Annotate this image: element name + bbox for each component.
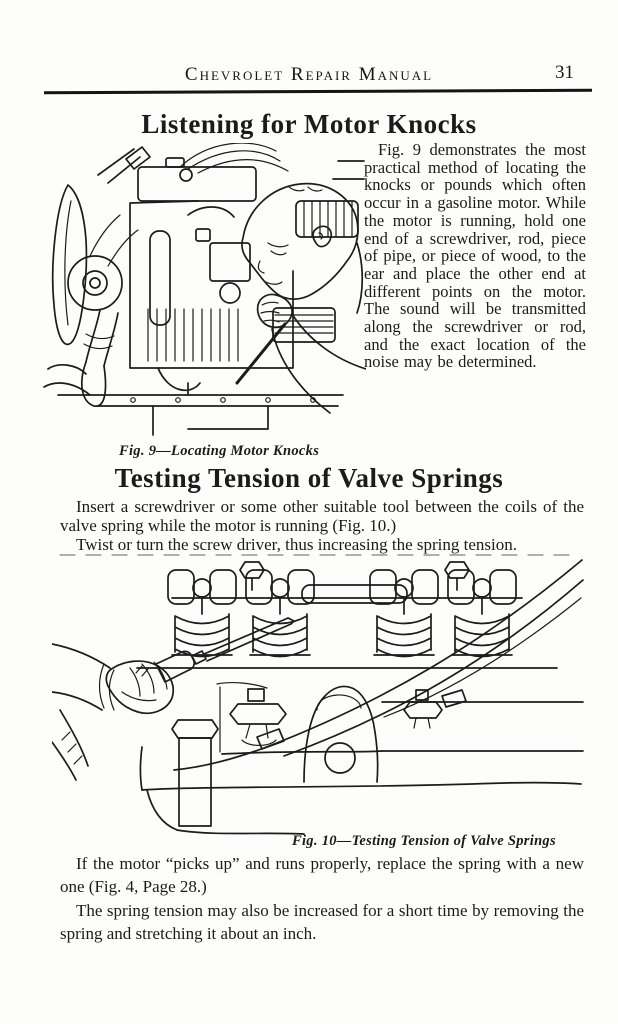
fig10-valve-spring-test-illustration <box>52 554 584 835</box>
fig9-caption: Fig. 9—Locating Motor Knocks <box>119 443 320 459</box>
fig9-engine-listening-illustration <box>43 143 366 436</box>
running-head-title: Chevrolet Repair Manual <box>184 64 434 85</box>
section-heading-valve-springs: Testing Tension of Valve Springs <box>114 463 504 493</box>
page-number: 31 <box>555 62 574 83</box>
section-heading-motor-knocks: Listening for Motor Knocks <box>141 109 477 139</box>
valve-springs-paragraph-1: Insert a screwdriver or some other suita… <box>60 497 584 535</box>
valve-springs-paragraph-3: If the motor “picks up” and runs properl… <box>60 854 584 896</box>
valve-springs-paragraph-2: Twist or turn the screw driver, thus inc… <box>76 535 517 554</box>
fig10-caption: Fig. 10—Testing Tension of Valve Springs <box>292 833 556 849</box>
valve-springs-paragraph-4: The spring tension may also be increased… <box>60 901 584 943</box>
motor-knocks-body-text: Fig. 9 demonstrates the most practical m… <box>364 140 586 372</box>
header-rule <box>43 88 593 94</box>
